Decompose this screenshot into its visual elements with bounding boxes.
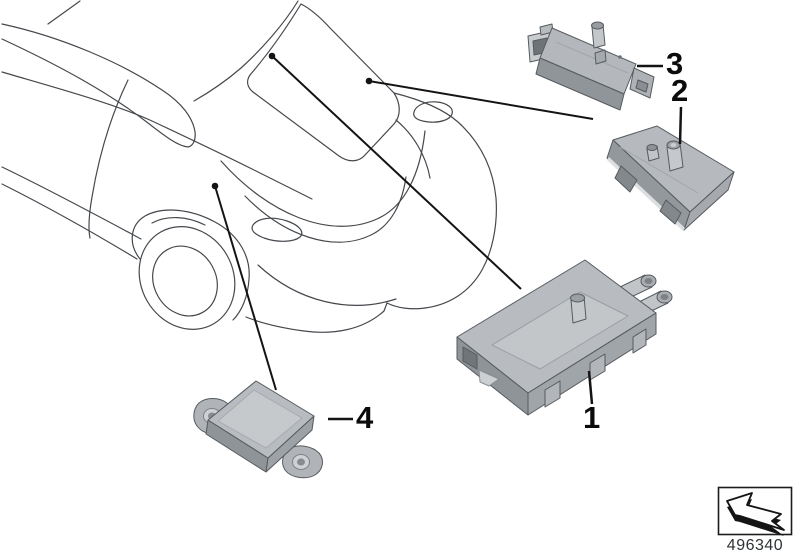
car-line-art xyxy=(1,0,497,333)
leader-dot-part2-3 xyxy=(365,77,373,85)
component-1-barrel-2-pin xyxy=(660,294,669,300)
car-rocker-top xyxy=(1,166,142,240)
car-rear-rim xyxy=(152,245,218,317)
callout-3[interactable]: 3 xyxy=(666,46,684,81)
car-door-edge xyxy=(88,79,129,239)
component-1-clip-1 xyxy=(544,380,561,408)
component-2-hook-2 xyxy=(659,199,682,225)
component-4-top-plateau xyxy=(217,389,303,449)
component-1-left-opening xyxy=(462,346,478,370)
car-bumper-bottom xyxy=(245,302,426,333)
component-3-front-face xyxy=(535,57,625,111)
car-arch-lip xyxy=(151,217,206,226)
car-right-quarter-outline xyxy=(393,92,497,309)
car-trunk-edge xyxy=(220,130,426,227)
leader-line-part4 xyxy=(214,185,277,391)
car-rear-tire xyxy=(138,226,236,330)
component-2-hook-1 xyxy=(614,165,638,193)
component-3-hole xyxy=(618,55,622,59)
component-2-suppression-filter[interactable] xyxy=(606,125,735,231)
car-a-pillar-line xyxy=(47,0,81,25)
leader-line-part2-3 xyxy=(368,80,594,120)
leader-dot-part4 xyxy=(211,182,219,190)
component-3-stud-top xyxy=(591,21,604,30)
car-rocker-bottom xyxy=(1,183,138,260)
car-fascia-crease xyxy=(244,176,407,243)
callout-1[interactable]: 1 xyxy=(583,400,601,435)
part-number: 496340 xyxy=(726,537,784,554)
component-2-stud-small-top xyxy=(646,144,658,151)
component-2-stud-big-center xyxy=(670,143,677,147)
component-4-right-ear-hole-center xyxy=(297,458,305,466)
component-4-antenna-module[interactable] xyxy=(193,380,323,479)
component-1-clip-3 xyxy=(632,328,647,354)
callout-4[interactable]: 4 xyxy=(356,400,374,435)
car-deck-seam xyxy=(395,119,431,179)
component-2-seam xyxy=(619,146,699,194)
component-3-seam xyxy=(555,41,629,74)
component-2-end-face xyxy=(683,171,735,231)
car-taillight-right xyxy=(413,101,453,123)
component-1-barrel-1-pin xyxy=(644,278,653,284)
back-arrow-3d-icon xyxy=(726,492,785,531)
component-3-roof-antenna-amplifier[interactable] xyxy=(527,21,655,111)
callout-1-leader xyxy=(587,370,594,405)
nav-icon-box[interactable] xyxy=(717,486,793,537)
car-c-pillar xyxy=(193,0,299,102)
component-1-stud-top xyxy=(570,293,585,303)
car-side-glass xyxy=(1,23,196,148)
leader-lines xyxy=(211,52,594,391)
car-shoulder-line xyxy=(1,71,313,200)
callout-leaders xyxy=(328,64,683,421)
component-1-antenna-amplifier[interactable] xyxy=(456,259,673,416)
component-3-connector-right-notch xyxy=(635,79,649,93)
component-3-stud-small xyxy=(594,49,607,65)
component-1-left-tab xyxy=(478,369,500,387)
car-bumper-crease xyxy=(257,264,397,306)
leader-dot-part1 xyxy=(268,52,276,60)
callout-2-leader xyxy=(678,106,683,145)
component-1-top-plateau xyxy=(491,291,629,370)
leader-line-part1 xyxy=(271,55,522,290)
car-taillight-left xyxy=(251,217,303,242)
callout-2[interactable]: 2 xyxy=(671,73,689,108)
car-rear-window xyxy=(247,3,400,162)
